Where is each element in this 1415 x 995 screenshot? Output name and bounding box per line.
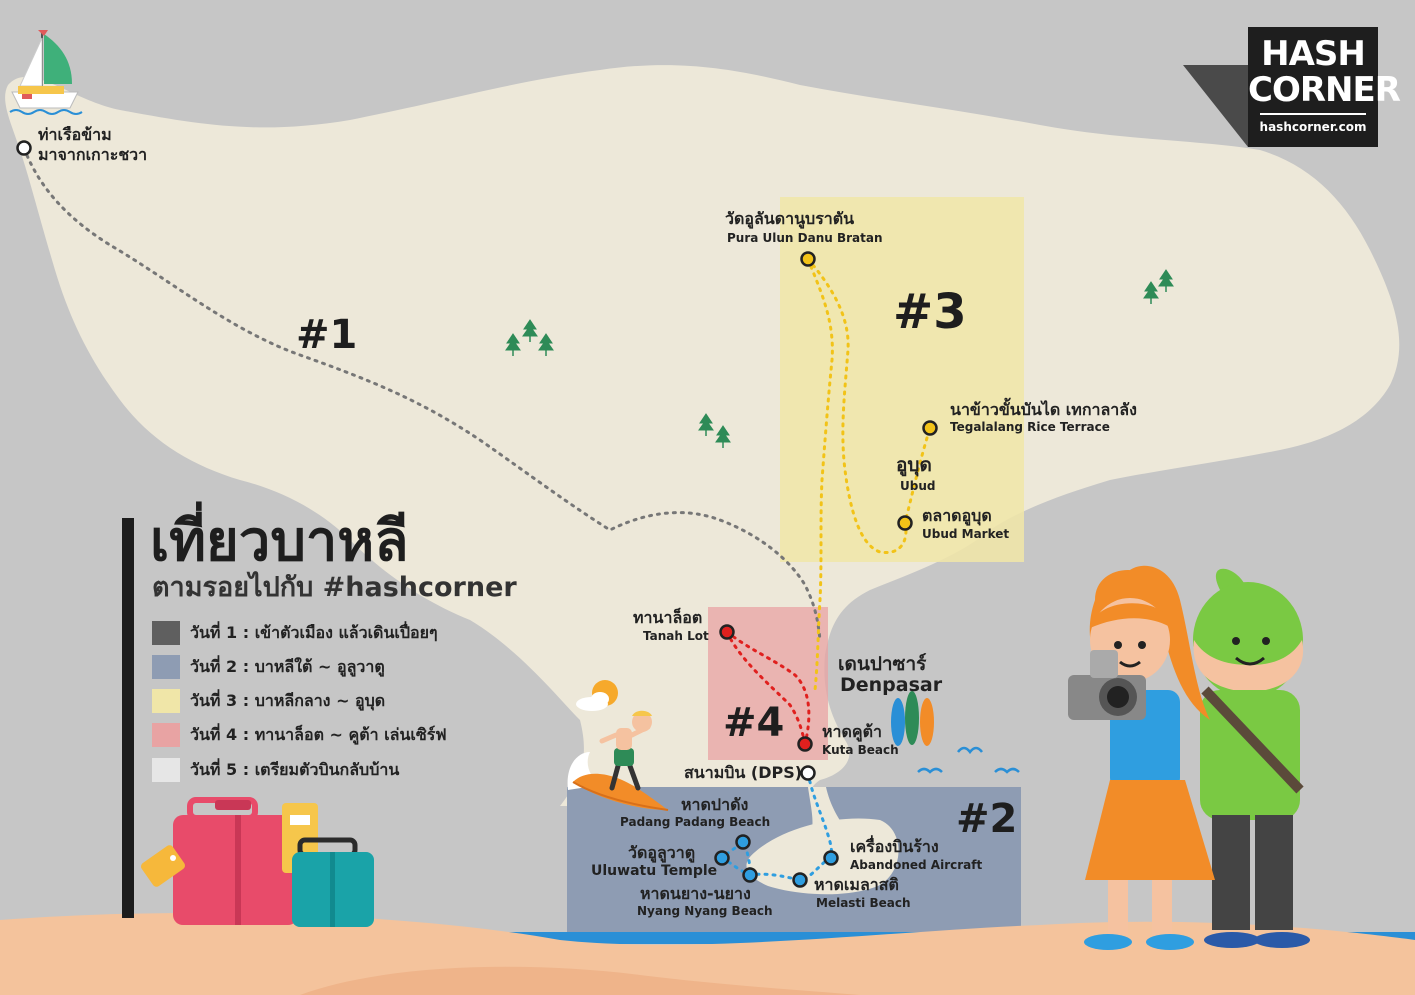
tourists-illustration: [1068, 565, 1310, 950]
nyang-label-th: หาดนยาง-นยาง: [640, 884, 751, 903]
page-title: เที่ยวบาหลี: [150, 509, 409, 574]
sun-icon: [576, 680, 618, 711]
wave-icon: [917, 746, 1020, 774]
legend-label: วันที่ 4 : ทานาล็อต ~ คูต้า เล่นเซิร์ฟ: [190, 725, 447, 744]
surfer-icon: [567, 710, 669, 811]
luggage-icon: [140, 797, 374, 927]
legend-label: วันที่ 5 : เตรียมตัวบินกลับบ้าน: [190, 760, 400, 779]
uluwatu-label-en: Uluwatu Temple: [591, 863, 718, 879]
logo-shadow: [1183, 65, 1248, 147]
aircraft-label-en: Abandoned Aircraft: [850, 858, 983, 872]
logo-url: hashcorner.com: [1259, 120, 1367, 134]
hashcorner-logo[interactable]: HASH CORNER hashcorner.com: [1248, 27, 1401, 147]
tree-icon: [1143, 269, 1174, 304]
sailboat-icon: [9, 30, 83, 115]
legend-label: วันที่ 3 : บาหลีกลาง ~ อูบุด: [190, 691, 386, 710]
day3-route-b: [806, 257, 932, 554]
day3-region: [780, 197, 1024, 562]
legend-swatch: [152, 621, 180, 645]
ubud-market-label-th: ตลาดอูบุด: [922, 506, 992, 525]
legend-swatch: [152, 723, 180, 747]
uluwatu-label-th: วัดอูลูวาตู: [628, 843, 696, 862]
sand-shade: [300, 966, 860, 995]
isthmus: [808, 787, 845, 830]
melasti-label-th: หาดเมลาสติ: [814, 875, 899, 894]
page-subtitle: ตามรอยไปกับ #hashcorner: [152, 572, 517, 603]
kuta-label-th: หาดคูต้า: [822, 722, 882, 741]
tegalalang-label-en: Tegalalang Rice Terrace: [950, 420, 1110, 434]
day1-route: [22, 146, 822, 642]
sand: [0, 912, 1415, 995]
ubud-label-en: Ubud: [900, 479, 936, 493]
airport-label: สนามบิน (DPS): [684, 763, 803, 782]
denpasar-label-th: เดนปาซาร์: [838, 653, 927, 675]
marker-nyang[interactable]: [742, 867, 758, 883]
padang-label-th: หาดปาดัง: [681, 795, 749, 814]
ulun-danu-label-th: วัดอูลันดานูบราตัน: [725, 209, 855, 228]
tree-icon: [505, 319, 554, 356]
ubud-label-th: อูบุด: [896, 454, 932, 476]
legend-swatch: [152, 655, 180, 679]
kuta-label-en: Kuta Beach: [822, 743, 899, 757]
marker-tanah-lot[interactable]: [719, 624, 735, 640]
region-4-label: #4: [723, 700, 785, 746]
region-2-label: #2: [956, 796, 1018, 842]
ubud-market-label-en: Ubud Market: [922, 527, 1010, 541]
logo-divider: [1260, 113, 1366, 115]
tanah-lot-label-en: Tanah Lot: [643, 629, 709, 643]
padang-label-en: Padang Padang Beach: [620, 815, 771, 829]
surfboards-icon: [891, 691, 934, 746]
marker-ubud-market[interactable]: [897, 515, 913, 531]
marker-airport[interactable]: [800, 765, 816, 781]
ulun-danu-label-en: Pura Ulun Danu Bratan: [727, 231, 883, 245]
day3-route-a: [806, 257, 834, 692]
marker-kuta[interactable]: [797, 736, 813, 752]
marker-ulun-danu[interactable]: [800, 251, 816, 267]
marker-tegalalang[interactable]: [922, 420, 938, 436]
legend-swatch: [152, 758, 180, 782]
legend-swatch: [152, 689, 180, 713]
port-label-2: มาจากเกาะชวา: [38, 145, 148, 164]
bali-island: [5, 65, 1400, 806]
port-label-1: ท่าเรือข้าม: [38, 125, 112, 144]
nyang-label-en: Nyang Nyang Beach: [637, 904, 773, 918]
legend-label: วันที่ 1 : เข้าตัวเมือง แล้วเดินเปื่อยๆ: [190, 623, 438, 642]
logo-line-2: CORNER: [1248, 70, 1401, 110]
melasti-label-en: Melasti Beach: [816, 896, 911, 910]
marker-port[interactable]: [16, 140, 32, 156]
aircraft-label-th: เครื่องบินร้าง: [850, 837, 939, 856]
tree-icon: [698, 413, 731, 448]
bukit-peninsula-top: [746, 818, 899, 895]
marker-aircraft[interactable]: [823, 850, 839, 866]
region-3-label: #3: [893, 284, 967, 340]
title-block: เที่ยวบาหลี ตามรอยไปกับ #hashcorner วันท…: [122, 510, 562, 918]
denpasar-label-en: Denpasar: [840, 674, 943, 696]
tegalalang-label-th: นาข้าวขั้นบันได เทกาลาลัง: [950, 400, 1137, 419]
title-bar: [122, 518, 134, 918]
logo-line-1: HASH: [1261, 34, 1366, 74]
region-1-label: #1: [296, 312, 358, 358]
day4-route-a: [725, 630, 811, 746]
day4-route-b: [725, 630, 807, 746]
marker-melasti[interactable]: [792, 872, 808, 888]
legend-label: วันที่ 2 : บาหลีใต้ ~ อูลูวาตู: [190, 657, 385, 676]
marker-padang[interactable]: [735, 834, 751, 850]
marker-uluwatu[interactable]: [714, 850, 730, 866]
tanah-lot-label-th: ทานาล็อต: [633, 608, 703, 627]
